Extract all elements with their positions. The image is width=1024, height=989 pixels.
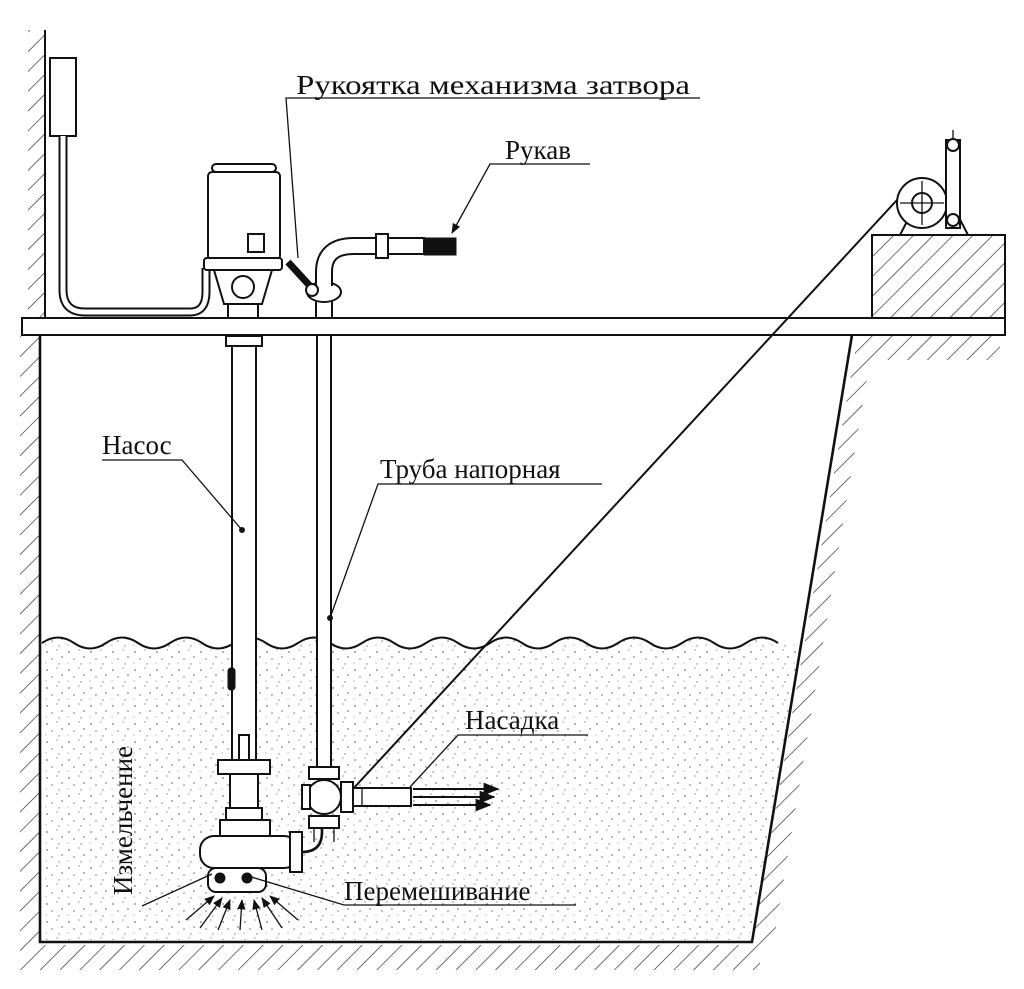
support-beam bbox=[21, 317, 1006, 336]
label-nozzle: Насадка bbox=[465, 705, 559, 735]
pump-body bbox=[199, 815, 324, 893]
discharge-elbow bbox=[306, 233, 425, 319]
control-box bbox=[49, 57, 77, 137]
pit-outline bbox=[38, 334, 854, 944]
electric-motor bbox=[203, 163, 283, 319]
leader-lines bbox=[102, 97, 700, 907]
label-hose: Рукав bbox=[505, 135, 571, 165]
left-wall-ground bbox=[20, 30, 46, 945]
suction-arrows bbox=[185, 895, 299, 931]
winch bbox=[896, 130, 970, 236]
label-mixing: Перемешивание bbox=[344, 876, 531, 906]
winch-platform bbox=[871, 234, 1006, 319]
pit-bottom-ground bbox=[20, 945, 760, 970]
pump-column bbox=[217, 334, 271, 837]
hose bbox=[423, 237, 457, 256]
label-pump: Насос bbox=[102, 430, 172, 460]
shutter-handle bbox=[285, 259, 319, 297]
label-pressure-pipe: Труба напорная bbox=[380, 454, 561, 484]
label-shutter-handle: Рукоятка механизма затвора bbox=[296, 70, 690, 100]
winch-cable bbox=[351, 199, 898, 791]
nozzle bbox=[352, 782, 500, 812]
pressure-pipe bbox=[301, 334, 354, 842]
label-grinding: Измельчение bbox=[108, 746, 138, 895]
power-cable bbox=[58, 136, 211, 317]
right-slope-ground bbox=[752, 335, 1000, 945]
